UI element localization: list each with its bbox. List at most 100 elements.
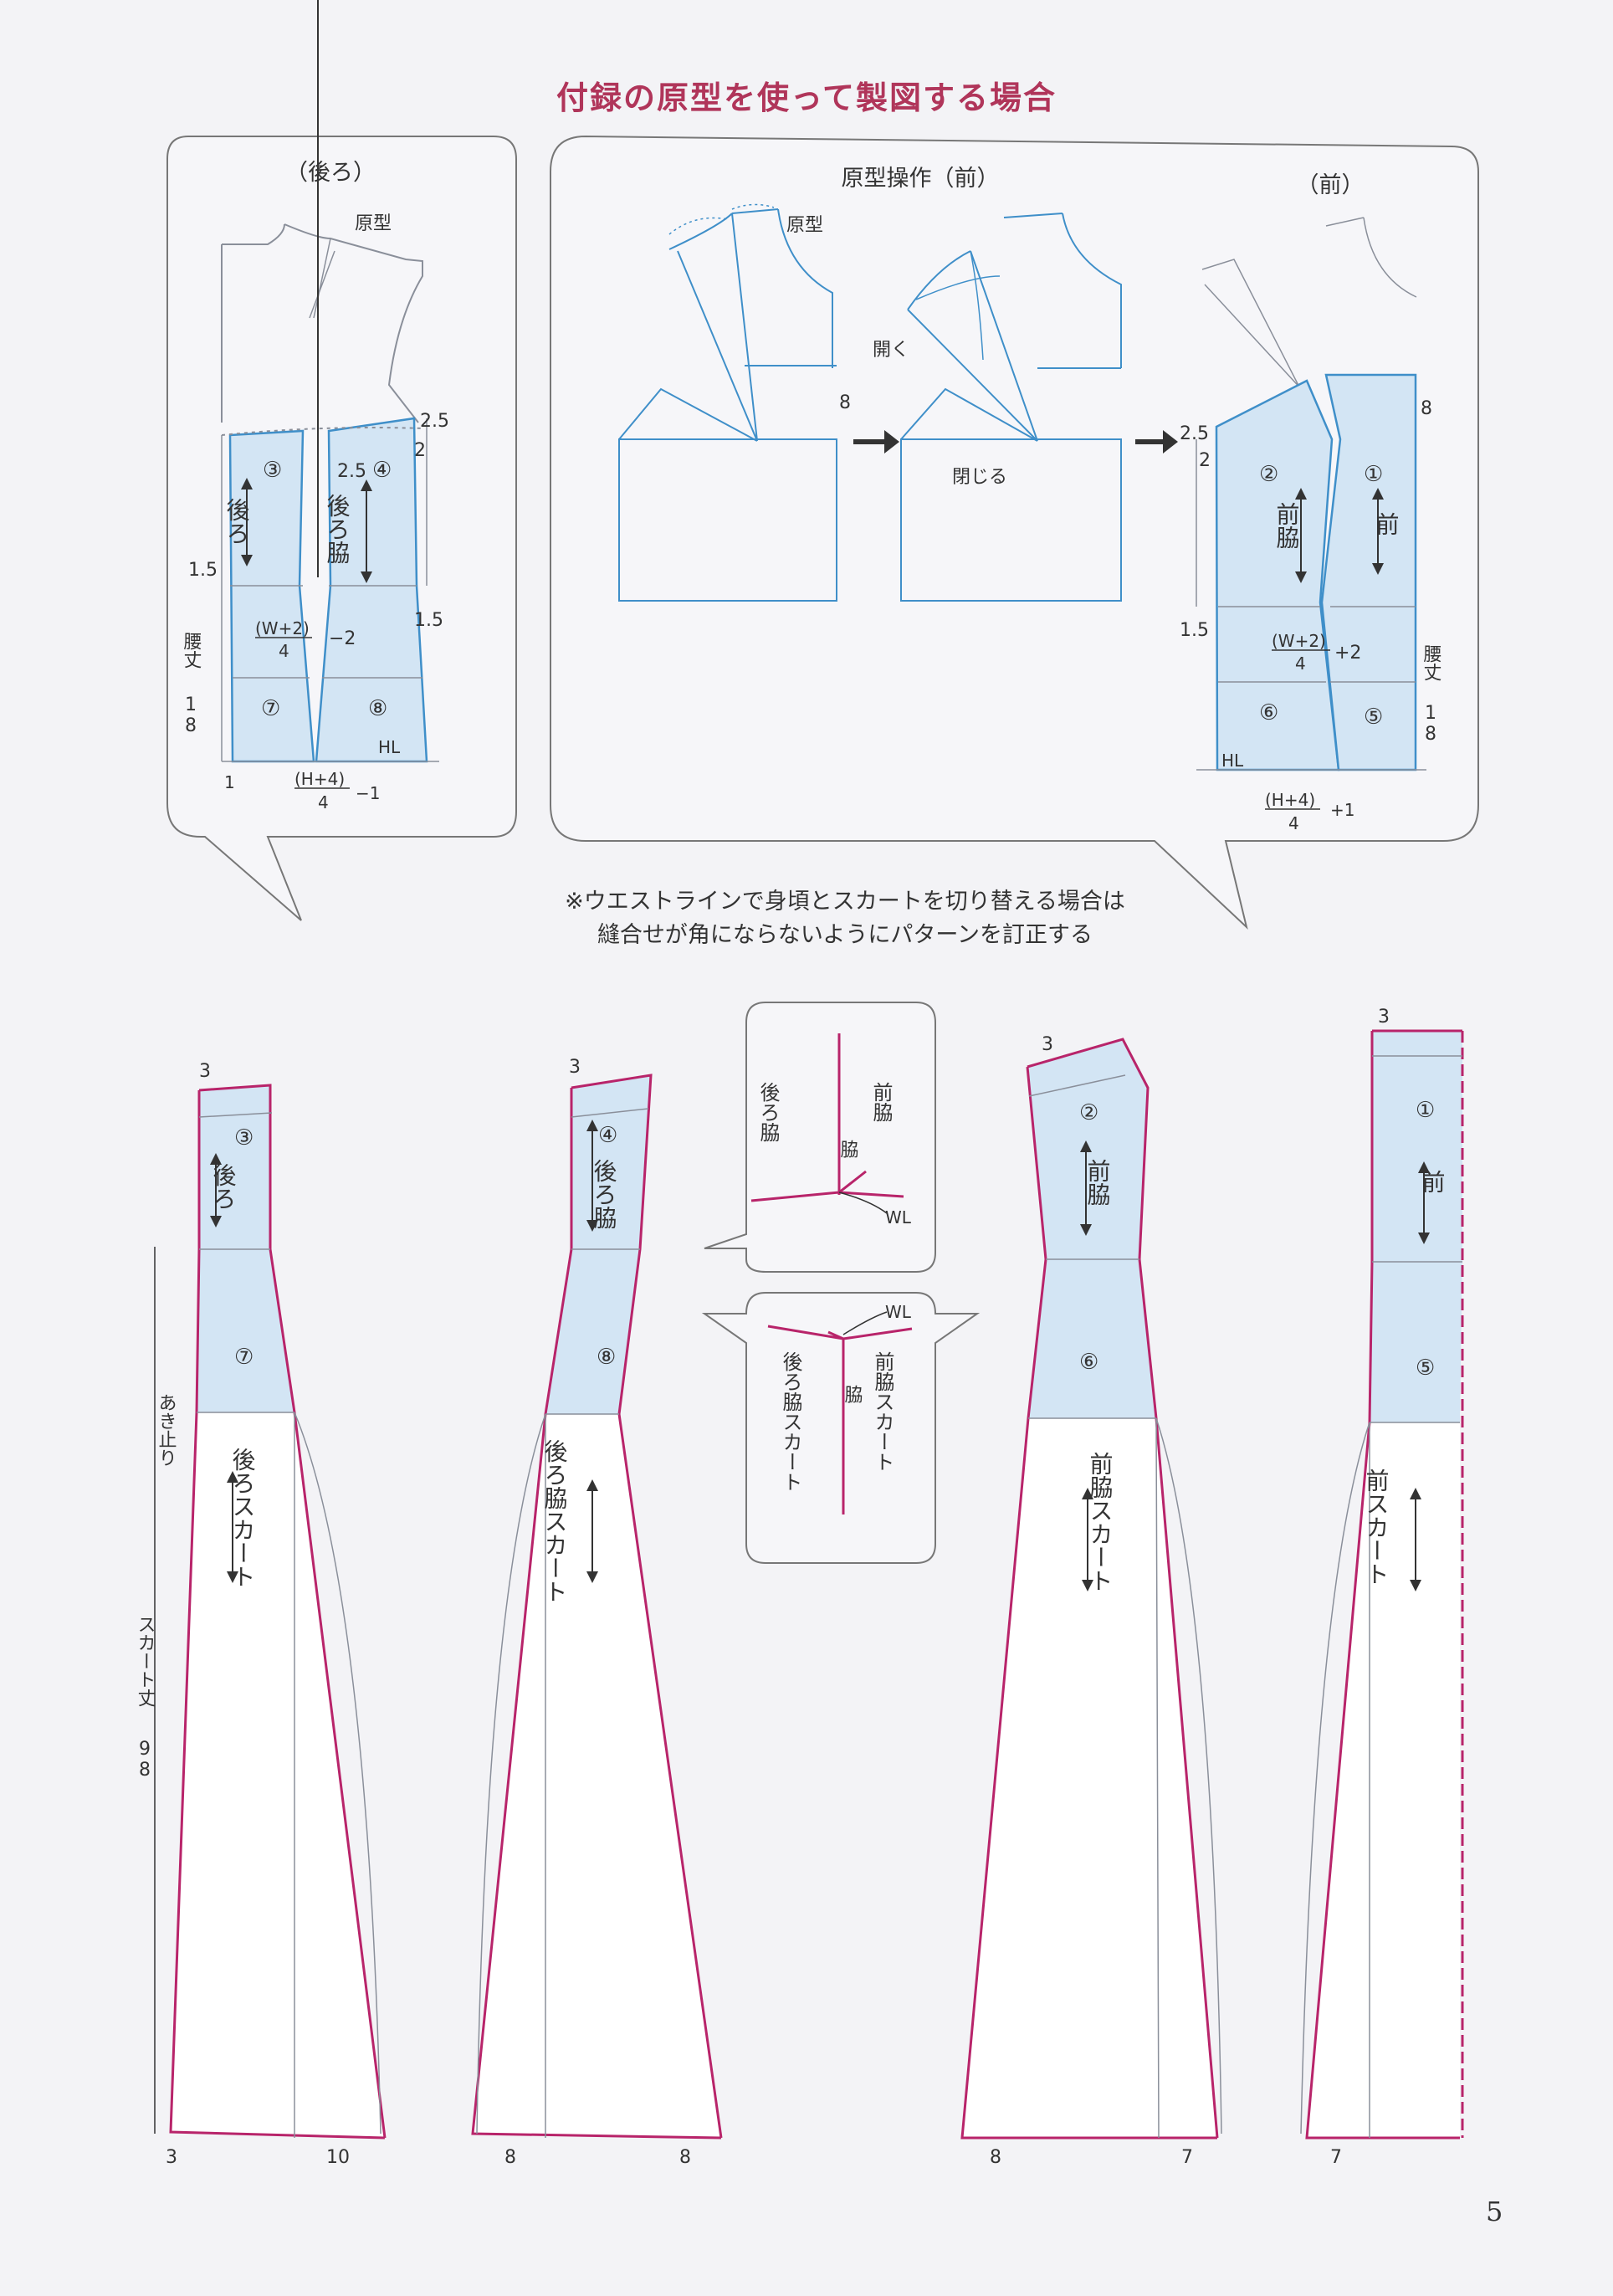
back-n1-5b: 1.5 [414, 610, 443, 631]
back-n1-5a: 1.5 [188, 560, 218, 581]
skirt1-skirt-label: 後ろスカート [229, 1448, 257, 1588]
skirt3-upper-label: 前脇 [1084, 1159, 1112, 1206]
back-n-1: −1 [356, 783, 380, 803]
back-marker-3: ③ [263, 458, 282, 483]
front-marker-5: ⑤ [1364, 705, 1383, 730]
skirt3-top: 3 [1042, 1034, 1053, 1055]
front-n2: 2 [1199, 450, 1211, 471]
back-h-den: 4 [318, 792, 329, 812]
back-n1: 1 [224, 772, 235, 792]
inset1-wl: WL [885, 1207, 912, 1227]
back-waist-len-val: 18 [181, 694, 202, 736]
back-w-num: (W+2) [255, 618, 310, 638]
front-h-num: (H+4) [1265, 790, 1315, 810]
front-w-den: 4 [1295, 653, 1306, 674]
inset-side-skirt: WL 後ろ脇スカート 前脇スカート 脇 [701, 1292, 981, 1564]
front-genkei-label: 原型 [786, 215, 823, 236]
front-step1-sketch: 原型 8 [618, 203, 851, 602]
front-waist-len-label: 腰丈 [1421, 644, 1442, 681]
front-hl-label: HL [1221, 751, 1244, 771]
note-line-2: 縫合せが角にならないようにパターンを訂正する [597, 922, 1093, 948]
skirt3-skirt-label: 前脇スカート [1087, 1452, 1114, 1592]
back-marker-8: ⑧ [368, 696, 387, 721]
skirt3-marker-top: ② [1079, 1100, 1098, 1125]
skirt1-top: 3 [199, 1061, 211, 1082]
back-marker-7: ⑦ [261, 696, 280, 721]
skirt4-top: 3 [1378, 1007, 1390, 1028]
back-hl-label: HL [378, 737, 401, 757]
inset1-front-side: 前脇 [869, 1082, 893, 1122]
front-side-label: 前脇 [1273, 502, 1301, 549]
skirt4-upper-label: 前 [1419, 1170, 1447, 1193]
skirt2-bottom-left: 8 [504, 2147, 516, 2168]
front-step2-sketch: 開く 閉じる [873, 213, 1122, 602]
skirt2-skirt-label: 後ろ脇スカート [541, 1439, 569, 1603]
back-side-label: 後ろ脇 [324, 494, 351, 564]
inset-side-bodice: 後ろ脇 前脇 脇 WL [704, 1002, 936, 1273]
inset1-side: 脇 [837, 1140, 859, 1158]
inset1-back-side: 後ろ脇 [756, 1082, 780, 1142]
skirt2-bottom-right: 8 [679, 2147, 691, 2168]
page-number: 5 [1486, 2196, 1503, 2227]
front-n8a: 8 [839, 392, 851, 413]
front-n1-5: 1.5 [1180, 620, 1209, 641]
skirt3-bottom-left: 8 [990, 2147, 1001, 2168]
front-waist-len-val: 18 [1421, 703, 1441, 745]
skirt4-marker-mid: ⑤ [1416, 1356, 1435, 1381]
back-heading: （後ろ） [285, 160, 376, 186]
skirt4-skirt-label: 前スカート [1363, 1468, 1390, 1586]
note-text: ※ウエストラインで身頃とスカートを切り替える場合は 縫合せが角にならないようにパ… [469, 885, 1221, 952]
back-label: 後ろ [223, 498, 251, 545]
skirt2-marker-mid: ⑧ [597, 1345, 616, 1370]
front-h-den: 4 [1288, 813, 1299, 833]
skirt2-upper-label: 後ろ脇 [591, 1159, 618, 1229]
skirt4-bottom-left: 7 [1330, 2147, 1342, 2168]
front-marker-6: ⑥ [1259, 700, 1278, 725]
skirt3-bottom-right: 7 [1181, 2147, 1193, 2168]
inset2-front-side-skirt: 前脇スカート [871, 1351, 894, 1472]
skirt3-marker-mid: ⑥ [1079, 1350, 1098, 1375]
skirt-length-val: 98 [135, 1739, 156, 1781]
front-marker-1: ① [1364, 462, 1383, 487]
skirt-piece-3: 3 ② ⑥ 前脇 前脇スカート 8 7 [960, 1034, 1222, 2168]
skirt4-marker-top: ① [1416, 1098, 1435, 1123]
inset2-back-side-skirt: 後ろ脇スカート [779, 1351, 802, 1492]
opening-label: あき止り [156, 1393, 177, 1467]
close-label: 閉じる [952, 467, 1007, 488]
back-marker-4: ④ [372, 458, 392, 483]
front-n-plus1: +1 [1330, 800, 1354, 820]
skirt2-top: 3 [569, 1057, 581, 1078]
front-n8b: 8 [1421, 398, 1432, 419]
front-n-plus2: +2 [1334, 643, 1361, 664]
back-w-den: 4 [279, 641, 289, 661]
skirt1-upper-label: 後ろ [210, 1163, 238, 1210]
skirt1-marker-top: ③ [234, 1125, 253, 1151]
back-n2: 2 [414, 440, 426, 461]
front-label: 前 [1373, 512, 1400, 536]
skirt-length-label: スカート丈 [135, 1615, 156, 1707]
page-title: 付録の原型を使って製図する場合 [556, 79, 1057, 116]
back-n2-5b: 2.5 [337, 461, 366, 482]
skirt-piece-1: 3 ③ ⑦ 後ろ 後ろスカート 3 10 [154, 1061, 387, 2168]
front-w-num: (W+2) [1272, 631, 1326, 651]
skirt2-marker-top: ④ [598, 1123, 617, 1148]
note-line-1: ※ウエストラインで身頃とスカートを切り替える場合は [565, 889, 1125, 915]
inset2-side: 脇 [842, 1385, 863, 1403]
open-label: 開く [873, 340, 909, 361]
front-heading: （前） [1297, 172, 1365, 198]
skirt1-bottom-right: 10 [326, 2147, 350, 2168]
skirt-piece-4: 3 ① ⑤ 前 前スカート 7 [1300, 1007, 1464, 2168]
back-h-num: (H+4) [294, 769, 345, 789]
skirt1-marker-mid: ⑦ [234, 1345, 253, 1370]
back-genkei-label: 原型 [355, 213, 392, 234]
inset2-wl: WL [885, 1302, 912, 1322]
back-n-2: −2 [329, 628, 356, 649]
front-n2-5: 2.5 [1180, 423, 1209, 444]
back-n2-5a: 2.5 [420, 411, 449, 432]
front-op-heading: 原型操作（前） [842, 166, 1000, 192]
skirt1-bottom-left: 3 [166, 2147, 177, 2168]
back-waist-len-label: 腰丈 [181, 632, 202, 669]
back-bodice-panel: （後ろ） 原型 ③ ④ ⑦ ⑧ 後ろ 後ろ脇 腰丈 18 HL (W+2) 4 … [166, 0, 517, 921]
